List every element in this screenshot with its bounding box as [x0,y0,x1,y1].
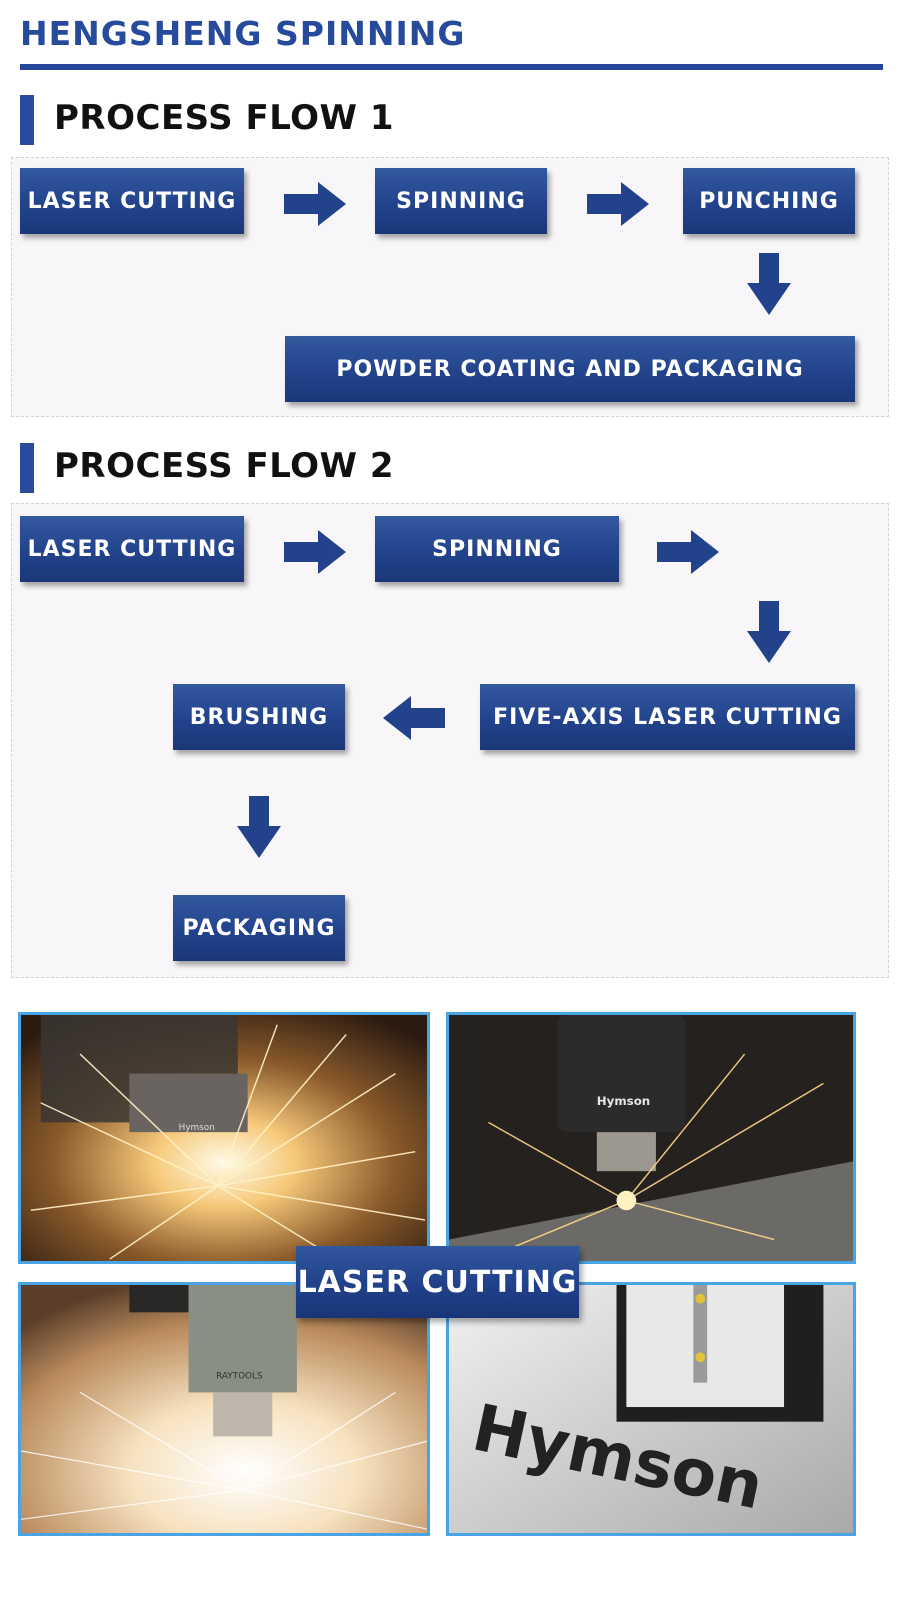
machine-logo: Hymson [597,1094,650,1108]
flow1-step-punching: PUNCHING [683,168,855,234]
flow2-step-laser-cutting: LASER CUTTING [20,516,244,582]
arrow-right-icon [587,180,651,228]
machine-logo: RAYTOOLS [216,1372,263,1382]
flow2-step-five-axis-laser-cutting: FIVE-AXIS LASER CUTTING [480,684,855,750]
laser-cutting-photo-1: Hymson [18,1012,430,1264]
flow2-step-brushing: BRUSHING [173,684,345,750]
laser-cutting-photo-4: Hymson [446,1282,856,1536]
arrow-right-icon [284,528,348,576]
laser-cutting-photo-2: Hymson [446,1012,856,1264]
arrow-left-icon [381,694,445,742]
brand-title: HENGSHENG SPINNING [20,14,466,53]
flow2-step-packaging: PACKAGING [173,895,345,961]
brand-divider [20,64,883,70]
arrow-right-icon [657,528,721,576]
arrow-down-icon [235,796,283,860]
machine-logo: Hymson [179,1123,215,1133]
laser-cutting-photo-3: RAYTOOLS [18,1282,430,1536]
gallery-caption: LASER CUTTING [296,1246,579,1318]
arrow-right-icon [284,180,348,228]
section-marker [20,95,34,145]
process-flow-1-title: PROCESS FLOW 1 [54,98,395,138]
process-flow-2-title: PROCESS FLOW 2 [54,446,395,486]
arrow-down-icon [745,601,793,665]
flow1-step-laser-cutting: LASER CUTTING [20,168,244,234]
flow1-step-powder-coating-packaging: POWDER COATING AND PACKAGING [285,336,855,402]
section-marker [20,443,34,493]
flow1-step-spinning: SPINNING [375,168,547,234]
arrow-down-icon [745,253,793,317]
flow2-step-spinning: SPINNING [375,516,619,582]
